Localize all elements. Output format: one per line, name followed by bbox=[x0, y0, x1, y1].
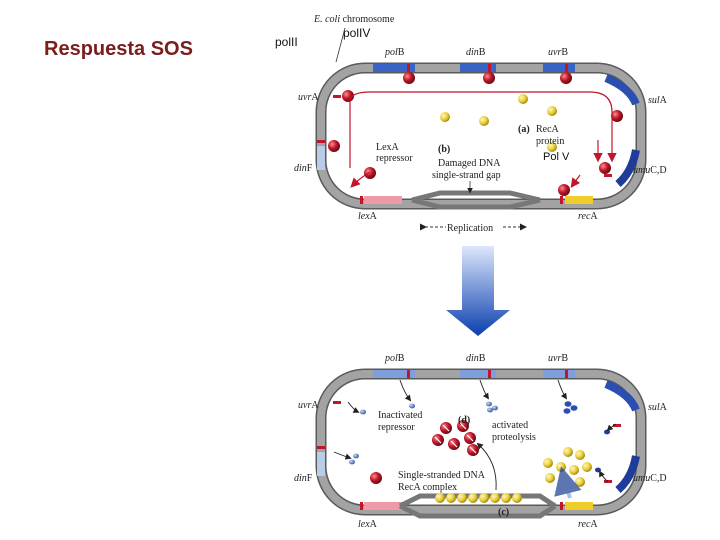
transition-arrow bbox=[446, 246, 510, 336]
damage-label-line2: single-strand gap bbox=[432, 170, 501, 181]
label-polB-top: polB bbox=[384, 47, 405, 58]
label-recA-top: recA bbox=[578, 211, 598, 222]
replication-label: Replication bbox=[447, 223, 493, 234]
label-dinB-top: dinB bbox=[466, 47, 486, 58]
gene-recA-bottom bbox=[565, 502, 593, 510]
gene-polB-top bbox=[373, 64, 415, 72]
gene-lexA-bottom bbox=[364, 502, 402, 510]
gene-umuCD-bottom bbox=[615, 455, 640, 494]
inactivated-label-line1: Inactivated bbox=[378, 410, 422, 421]
label-umuCD-bottom: umuC,D bbox=[633, 473, 667, 484]
proteolysis-label-line1: activated bbox=[492, 420, 528, 431]
repression-loop bbox=[349, 91, 613, 113]
reca-proteins-top bbox=[440, 94, 557, 152]
gene-products bbox=[349, 401, 610, 473]
lexa-repressor-free bbox=[370, 472, 382, 484]
proteolysis-label-line2: proteolysis bbox=[492, 432, 536, 443]
gene-dinB-bottom bbox=[460, 370, 496, 378]
lexa-label-line1: LexA bbox=[376, 142, 400, 153]
gene-sulA-bottom bbox=[604, 380, 640, 412]
gene-umuCD-top bbox=[615, 149, 640, 188]
label-uvrA-bottom: uvrA bbox=[298, 400, 319, 411]
label-umuCD-top: umuC,D bbox=[633, 165, 667, 176]
label-recA-bottom: recA bbox=[578, 519, 598, 530]
label-uvrA-top: uvrA bbox=[298, 92, 319, 103]
polII-annotation: polII bbox=[275, 35, 298, 49]
reca-synthesis-arrow bbox=[554, 466, 582, 499]
label-sulA-bottom: sulA bbox=[648, 402, 668, 413]
transcription-arrows bbox=[333, 379, 617, 483]
gene-dinB-top bbox=[460, 64, 496, 72]
label-polB-bottom: polB bbox=[384, 353, 405, 364]
reca-filament bbox=[435, 493, 522, 503]
label-uvrB-bottom: uvrB bbox=[548, 353, 568, 364]
label-lexA-top: lexA bbox=[358, 211, 378, 222]
reca-label-line2: protein bbox=[536, 136, 564, 147]
top-chromosome bbox=[315, 62, 647, 210]
slide-title: Respuesta SOS bbox=[44, 38, 193, 60]
polV-annotation: Pol V bbox=[543, 151, 570, 163]
bottom-chromosome bbox=[315, 368, 647, 519]
cleaved-repressors bbox=[432, 420, 479, 456]
gene-uvrB-top bbox=[543, 64, 575, 72]
label-d: (d) bbox=[458, 415, 470, 426]
ssdna-label-line1: Single-stranded DNA bbox=[398, 470, 486, 481]
gene-dinF-bottom bbox=[317, 452, 325, 476]
chromosome-label: E. coli chromosome bbox=[313, 14, 395, 25]
gene-uvrB-bottom bbox=[543, 370, 575, 378]
lexa-repressors-top bbox=[328, 72, 623, 196]
gene-polB-bottom bbox=[373, 370, 415, 378]
label-sulA-top: sulA bbox=[648, 95, 668, 106]
polIV-annotation: polIV bbox=[343, 26, 371, 40]
reca-proteins-bottom bbox=[543, 447, 592, 487]
gene-sulA-top bbox=[604, 74, 640, 106]
label-dinB-bottom: dinB bbox=[466, 353, 486, 364]
label-c: (c) bbox=[498, 507, 509, 518]
gene-recA-top bbox=[565, 196, 593, 204]
label-a: (a) bbox=[518, 124, 530, 135]
label-lexA-bottom: lexA bbox=[358, 519, 378, 530]
label-b: (b) bbox=[438, 144, 450, 155]
label-uvrB-top: uvrB bbox=[548, 47, 568, 58]
label-dinF-top: dinF bbox=[294, 163, 313, 174]
proteolysis-arrow bbox=[476, 442, 497, 491]
gene-lexA-top bbox=[364, 196, 402, 204]
label-dinF-bottom: dinF bbox=[294, 473, 313, 484]
inactivated-label-line2: repressor bbox=[378, 422, 415, 433]
ssdna-label-line2: RecA complex bbox=[398, 482, 457, 493]
lexa-label-line2: repressor bbox=[376, 153, 413, 164]
reca-label-line1: RecA bbox=[536, 124, 560, 135]
damage-label-line1: Damaged DNA bbox=[438, 158, 501, 169]
gene-dinF-top bbox=[317, 146, 325, 170]
